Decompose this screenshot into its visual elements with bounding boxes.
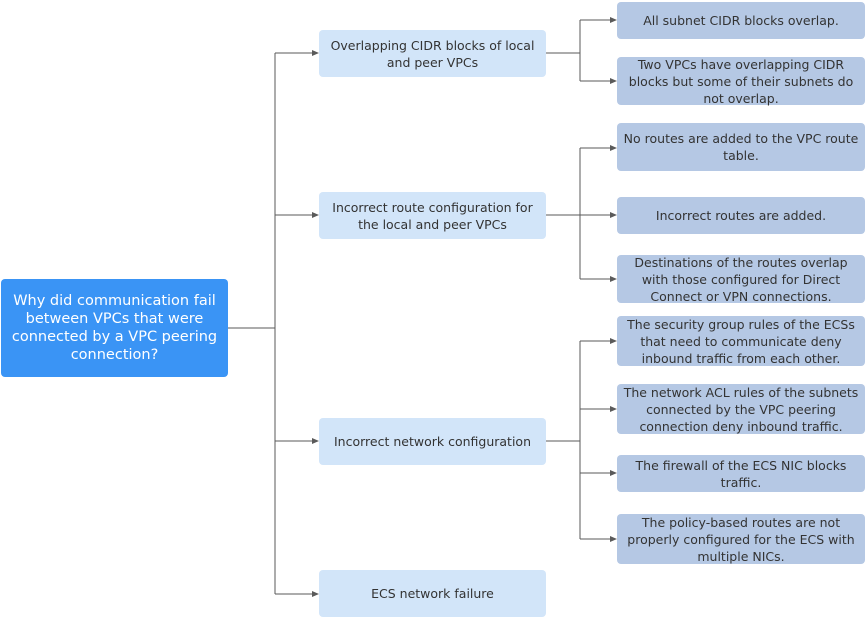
- cause-partial-subnet-overlap: Two VPCs have overlapping CIDR blocks bu…: [617, 57, 865, 106]
- branch-ecs-network-failure: ECS network failure: [319, 570, 546, 617]
- branch-incorrect-route: Incorrect route configuration for the lo…: [319, 192, 546, 239]
- cause-all-subnets-overlap: All subnet CIDR blocks overlap.: [617, 2, 865, 39]
- cause-route-overlap-dc-vpn: Destinations of the routes overlap with …: [617, 255, 865, 304]
- branch-incorrect-network: Incorrect network configuration: [319, 418, 546, 465]
- cause-firewall-blocks: The firewall of the ECS NIC blocks traff…: [617, 455, 865, 492]
- cause-policy-based-routes: The policy-based routes are not properly…: [617, 514, 865, 564]
- root-question: Why did communication fail between VPCs …: [1, 279, 228, 377]
- cause-incorrect-routes: Incorrect routes are added.: [617, 197, 865, 234]
- cause-security-group-deny: The security group rules of the ECSs tha…: [617, 316, 865, 366]
- cause-network-acl-deny: The network ACL rules of the subnets con…: [617, 384, 865, 434]
- cause-no-routes: No routes are added to the VPC route tab…: [617, 123, 865, 171]
- branch-overlapping-cidr: Overlapping CIDR blocks of local and pee…: [319, 30, 546, 77]
